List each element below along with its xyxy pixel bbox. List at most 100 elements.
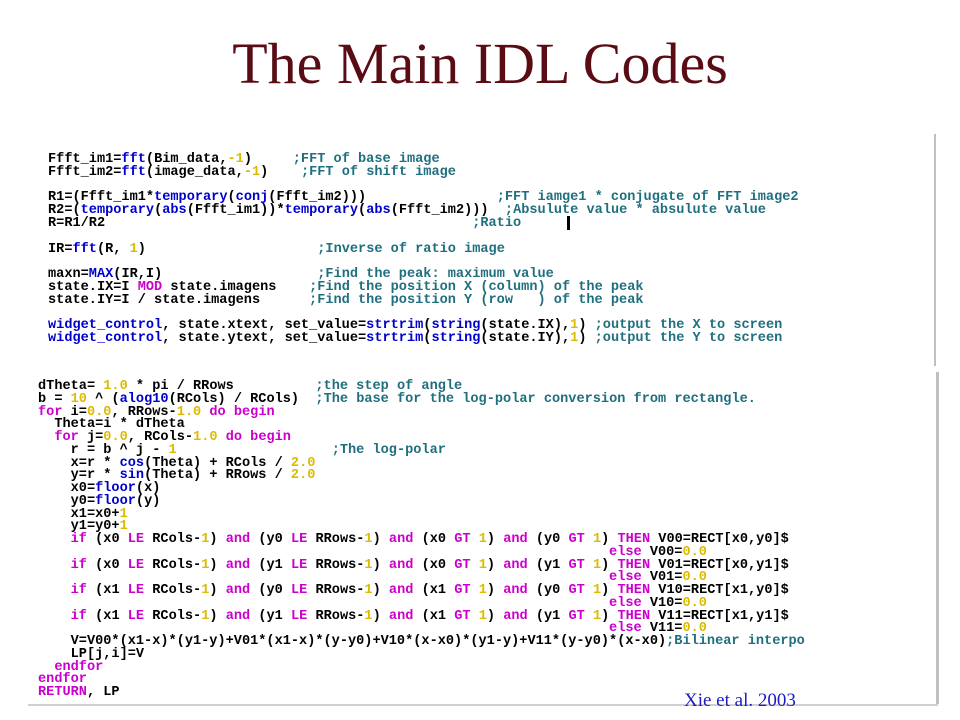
code-comment: ;The log-polar [331, 442, 446, 458]
code-token: endfor [54, 659, 104, 675]
code-line: else V10=0.0 [38, 596, 707, 611]
code-token: RCols- [144, 557, 202, 573]
code-token: LE [290, 532, 308, 547]
code-token: RRows- [307, 532, 365, 547]
code-line: RETURN, LP [38, 685, 120, 700]
code-token: ) [601, 557, 618, 573]
code-line: y=r * sin(Theta) + RRows / 2.0 [38, 468, 316, 484]
code-token: RRows- [307, 583, 365, 598]
code-token: (y0 [527, 583, 569, 598]
code-token: THEN [617, 532, 651, 547]
code-line: r = b ^ j - 1 ;The log-polar [38, 442, 446, 458]
code-token: RRows- [307, 557, 365, 573]
code-token: (x0 [86, 557, 128, 573]
code-token: ( [358, 203, 367, 219]
code-token: else [609, 570, 642, 586]
code-comment: ;FFT of shift image [300, 164, 456, 180]
code-token: GT [454, 557, 471, 573]
code-token: ) [209, 532, 226, 547]
code-token: LE [127, 608, 145, 624]
code-comment: ;output the Y to screen [594, 331, 783, 347]
code-token: 1 [570, 318, 579, 334]
code-token: (x0 [413, 557, 455, 573]
code-line: R1=(Ffft_im1*temporary(conj(Ffft_im2))) … [48, 190, 799, 206]
code-token: cos [119, 455, 145, 471]
code-token: else [609, 621, 642, 637]
code-line: widget_control, state.ytext, set_value=s… [48, 331, 783, 347]
code-token: and [503, 608, 528, 624]
code-token: R1=(Ffft_im1* [48, 190, 155, 206]
code-token: for [38, 404, 63, 420]
code-line: x0=floor(x) [38, 482, 161, 496]
code-token: LE [127, 532, 145, 547]
code-token: LE [290, 608, 308, 624]
code-token: IR= [48, 241, 73, 257]
code-line: IR=fft(R, 1) ;Inverse of ratio image [48, 241, 505, 257]
code-token: RCols- [144, 608, 202, 624]
code-token: (state.IY), [480, 331, 571, 347]
code-token: 1 [478, 608, 487, 624]
code-token: if [70, 557, 87, 573]
code-token: y0= [38, 493, 96, 509]
code-token: (x1 [413, 608, 455, 624]
code-line: Ffft_im2=fft(image_data,-1) ;FFT of shif… [48, 164, 456, 180]
code-token: -1 [243, 164, 261, 180]
code-token: * pi / RRows [127, 379, 316, 394]
code-token: 1 [478, 532, 487, 547]
code-token: GT [454, 608, 471, 624]
code-token: 1.0 [193, 430, 218, 445]
code-token: 0.0 [103, 430, 128, 445]
code-token: (image_data, [145, 164, 244, 180]
code-token: 1 [364, 583, 373, 598]
code-token: (y1 [527, 557, 569, 573]
code-token: RETURN [38, 685, 87, 700]
code-line: Ffft_im1=fft(Bim_data,-1) ;FFT of base i… [48, 152, 440, 167]
code-token: ) [372, 583, 389, 598]
code-token: V01= [641, 570, 683, 586]
code-line: b = 10 ^ (alog10(RCols) / RCols) ;The ba… [38, 392, 756, 407]
code-token: and [225, 608, 251, 624]
code-token: GT [568, 557, 585, 573]
code-token: 0.0 [86, 404, 112, 420]
code-token: and [388, 608, 414, 624]
code-token: 1 [570, 331, 579, 347]
code-token: and [503, 583, 528, 598]
code-token: endfor [38, 672, 87, 688]
code-comment: ;Ratio [472, 216, 522, 231]
code-token: ) [601, 583, 618, 598]
code-comment: ;FFT of base image [292, 152, 440, 167]
code-token: and [225, 557, 251, 573]
code-token: ) [372, 608, 389, 624]
code-token: 1 [364, 557, 373, 573]
code-token: (y1 [527, 608, 569, 624]
code-token: ) [209, 583, 226, 598]
code-token: if [70, 532, 87, 547]
code-token: abs [366, 203, 391, 219]
code-token: V00= [641, 544, 683, 560]
code-token: state.imagens [162, 280, 310, 295]
code-token: GT [568, 608, 585, 624]
code-line: for i=0.0, RRows-1.0 do begin [38, 404, 275, 420]
code-token: for [54, 430, 79, 445]
code-token: 1 [478, 557, 487, 573]
code-comment: ;Find the position X (column) of the pea… [309, 280, 644, 295]
code-token: (y1 [250, 608, 291, 624]
code-token: 1 [201, 532, 210, 547]
code-token: (Theta) + RRows / [144, 468, 291, 484]
code-token: V=V00*(x1-x)*(y1-y)+V01*(x1-x)*(y-y0)+V1… [38, 634, 667, 649]
code-line: if (x0 LE RCols-1) and (y1 LE RRows-1) a… [38, 557, 789, 573]
code-token: if [70, 583, 87, 598]
code-token: LE [290, 583, 308, 598]
code-token: Theta=i * dTheta [38, 417, 185, 433]
code-token: GT [454, 532, 471, 547]
code-line: if (x1 LE RCols-1) and (y1 LE RRows-1) a… [38, 608, 789, 624]
code-token: dTheta= [38, 379, 104, 394]
code-token: GT [568, 583, 585, 598]
code-token: temporary [154, 190, 228, 206]
code-token: ) [372, 532, 389, 547]
code-token: r = b ^ j - [38, 442, 169, 458]
code-token: and [503, 532, 528, 547]
code-token: 1 [592, 608, 602, 624]
code-token: RCols- [144, 583, 202, 598]
code-line: widget_control, state.xtext, set_value=s… [48, 318, 782, 334]
